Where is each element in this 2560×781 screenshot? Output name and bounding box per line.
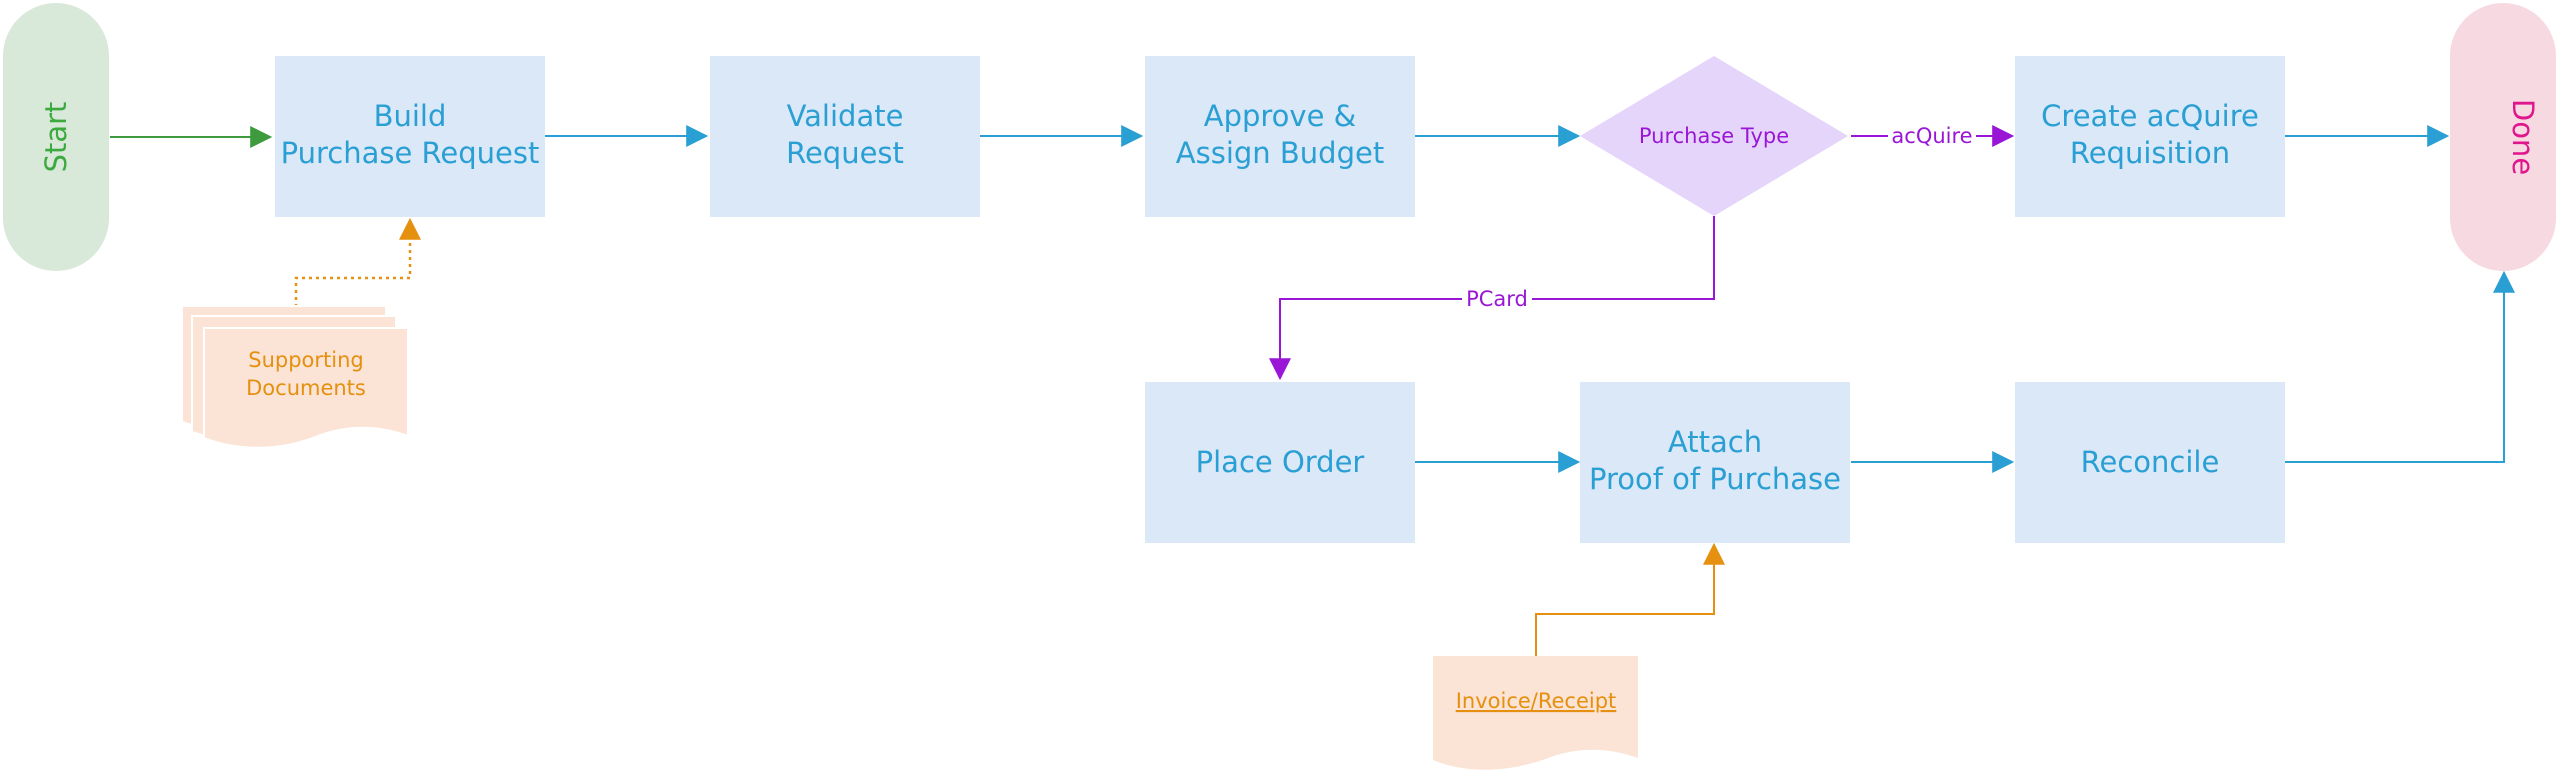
start-label: Start: [39, 102, 73, 173]
document-label-line-1: Supporting: [248, 348, 364, 372]
process-build-purchase-request[interactable]: Build Purchase Request: [275, 56, 545, 217]
process-label-line-2: Requisition: [2070, 136, 2230, 170]
process-label-line-2: Proof of Purchase: [1589, 462, 1841, 496]
process-label-line-1: Reconcile: [2081, 445, 2220, 479]
svg-text:acQuire: acQuire: [1891, 124, 1972, 148]
done-terminal[interactable]: Done: [2450, 3, 2556, 271]
document-invoice-receipt[interactable]: Invoice/Receipt: [1433, 656, 1638, 770]
document-supporting-documents[interactable]: Supporting Documents: [181, 305, 409, 449]
process-create-acquire-requisition[interactable]: Create acQuire Requisition: [2015, 56, 2285, 217]
process-label-line-2: Request: [786, 136, 904, 170]
process-label-line-1: Create acQuire: [2041, 99, 2259, 133]
process-label-line-2: Assign Budget: [1176, 136, 1384, 170]
done-label: Done: [2506, 99, 2540, 175]
process-attach-proof-of-purchase[interactable]: Attach Proof of Purchase: [1580, 382, 1850, 543]
edge-label-pcard: PCard: [1462, 284, 1532, 314]
flow-invoice-to-attach: [1535, 542, 1725, 656]
flow-reconcile-to-done: [2285, 270, 2515, 463]
process-label-line-1: Attach: [1668, 425, 1762, 459]
process-label-line-1: Validate: [787, 99, 904, 133]
document-label-line-2: Documents: [246, 376, 366, 400]
start-terminal[interactable]: Start: [3, 3, 109, 271]
process-approve-assign-budget[interactable]: Approve & Assign Budget: [1145, 56, 1415, 217]
process-label-line-1: Approve &: [1204, 99, 1357, 133]
invoice-receipt-link[interactable]: Invoice/Receipt: [1456, 689, 1617, 713]
edge-label-acquire: acQuire: [1888, 120, 1976, 150]
process-validate-request[interactable]: Validate Request: [710, 56, 980, 217]
process-label-line-2: Purchase Request: [281, 136, 540, 170]
decision-label: Purchase Type: [1639, 124, 1789, 148]
process-place-order[interactable]: Place Order: [1145, 382, 1415, 543]
svg-text:PCard: PCard: [1466, 287, 1528, 311]
process-label-line-1: Build: [374, 99, 447, 133]
process-reconcile[interactable]: Reconcile: [2015, 382, 2285, 543]
decision-purchase-type[interactable]: Purchase Type: [1580, 56, 1848, 216]
process-label-line-1: Place Order: [1196, 445, 1365, 479]
flow-supporting-docs-to-build: [294, 217, 421, 314]
